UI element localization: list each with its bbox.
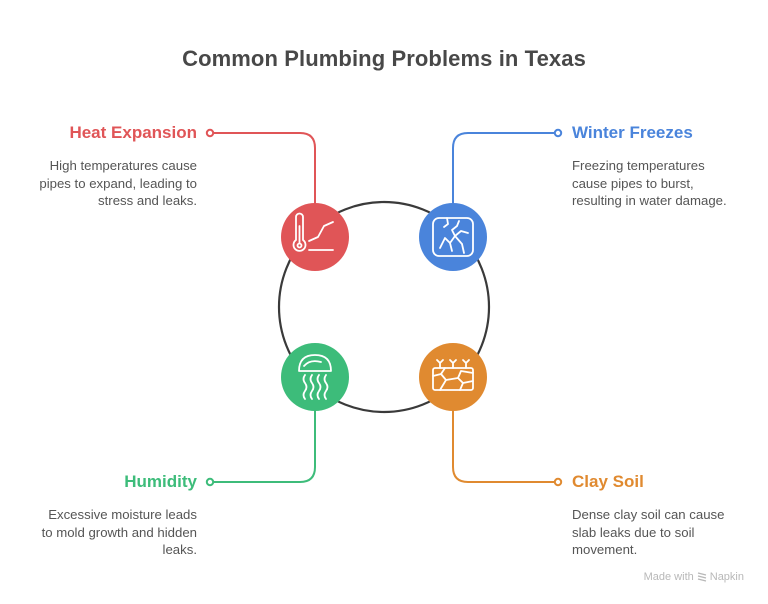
connector-humidity (205, 410, 316, 487)
connector-heat-expansion (205, 128, 316, 205)
connector-winter-freezes (452, 128, 563, 205)
label-heat-expansion: Heat Expansion (69, 123, 197, 142)
footer-credit: Made with Napkin (644, 571, 744, 583)
cracked-ice-icon (432, 217, 474, 257)
node-winter-freezes (419, 203, 487, 271)
node-clay-soil (419, 343, 487, 411)
desc-heat-expansion: High temperatures cause pipes to expand,… (39, 158, 197, 208)
page-title: Common Plumbing Problems in Texas (182, 46, 586, 71)
desc-clay-soil: Dense clay soil can cause slab leaks due… (572, 507, 725, 557)
label-clay-soil: Clay Soil (572, 472, 644, 491)
node-humidity (281, 343, 349, 411)
central-ring (277, 200, 491, 414)
footer-brand: Napkin (709, 571, 744, 583)
napkin-logo-icon (697, 572, 706, 582)
thermometer-rising-icon (292, 212, 334, 252)
label-winter-freezes: Winter Freezes (572, 123, 693, 142)
desc-winter-freezes: Freezing temperatures cause pipes to bur… (572, 158, 727, 208)
footer-prefix: Made with (643, 571, 694, 583)
desc-humidity: Excessive moisture leads to mold growth … (41, 507, 197, 557)
jellyfish-moisture-icon (298, 354, 332, 400)
connector-clay-soil (452, 410, 563, 487)
cracked-soil-icon (432, 359, 474, 391)
label-humidity: Humidity (124, 472, 197, 491)
node-heat-expansion (281, 203, 349, 271)
